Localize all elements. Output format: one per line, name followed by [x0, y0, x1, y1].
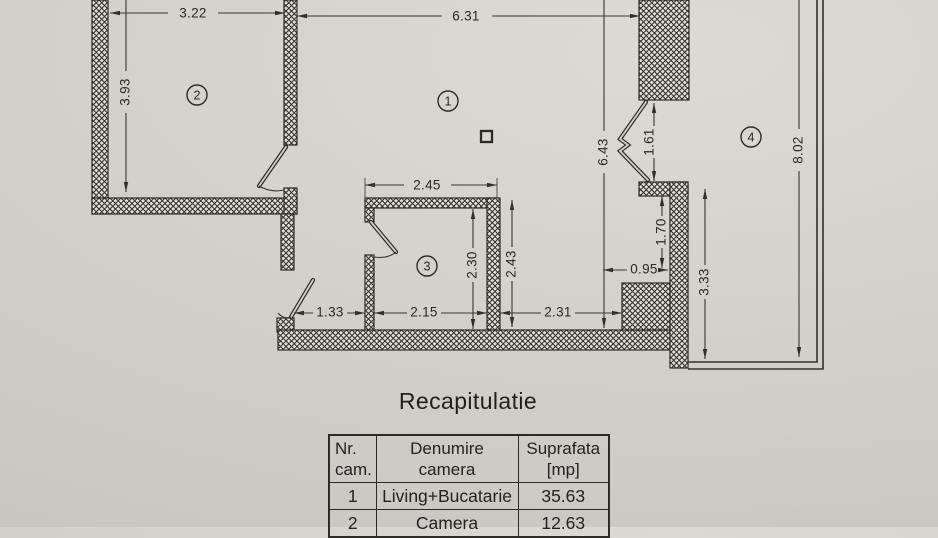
dim-balcony-lower: 3.33	[697, 189, 712, 359]
balcony-railing	[688, 0, 824, 370]
dim-room2-width: 3.22	[110, 6, 285, 21]
recap-header-row: Nr. cam. Denumire camera Suprafata [mp]	[328, 434, 610, 483]
door-entry	[277, 277, 316, 320]
extension-lines	[296, 6, 498, 198]
header-denumire-camera: Denumire camera	[375, 434, 519, 483]
column-symbol	[479, 129, 494, 144]
row1-area: 35.63	[517, 482, 610, 510]
recap-row-1: 1 Living+Bucatarie 35.63	[328, 482, 610, 510]
dim-text: 2.30	[465, 251, 480, 278]
dim-room1-height: 6.43	[596, 0, 611, 328]
dim-room2-height: 3.93	[118, 0, 133, 192]
wall-room2-bottom	[91, 197, 298, 215]
floorplan-drawing: 3.22 6.31 3.93 6.43 1.61 8.02	[91, 0, 824, 370]
dim-balcony-door: 1.61	[642, 103, 657, 181]
dim-balcony-length: 8.02	[791, 0, 806, 357]
row2-nr: 2	[328, 509, 377, 538]
dim-text: 2.15	[410, 305, 437, 320]
room-number: 2	[194, 88, 201, 102]
dim-text: 3.22	[179, 6, 206, 21]
dim-text: 2.31	[544, 305, 571, 320]
room-number: 1	[445, 94, 452, 108]
dim-wall-offset: 0.95	[603, 262, 668, 277]
dim-wall-seg: 1.70	[654, 196, 669, 268]
room-number: 3	[424, 259, 431, 273]
door-balcony-double	[616, 99, 651, 183]
wall-room3-left-stub	[364, 207, 375, 223]
dim-text: 3.93	[118, 78, 133, 105]
wall-room2-left	[91, 0, 109, 215]
dim-text: 3.33	[697, 268, 712, 295]
doors	[256, 99, 651, 320]
door-room3	[368, 219, 399, 258]
wall-hall-left	[280, 213, 295, 271]
dim-text: 8.02	[791, 136, 806, 163]
dim-text: 6.43	[596, 138, 611, 165]
room-label-4: 4	[740, 126, 762, 148]
dimensions: 3.22 6.31 3.93 6.43 1.61 8.02	[110, 0, 806, 359]
wall-room3-left	[364, 254, 375, 331]
dim-text: 2.45	[413, 178, 440, 193]
dim-room1-width: 6.31	[297, 9, 640, 24]
room-label-1: 1	[437, 90, 459, 112]
floorplan-page: 3.22 6.31 3.93 6.43 1.61 8.02	[91, 0, 824, 538]
dim-room3-top: 2.45	[365, 178, 497, 193]
wall-right-strip	[669, 181, 689, 369]
dim-hall-to-wall: 2.31	[500, 305, 622, 320]
room-labels: 1 2 3 4	[186, 84, 762, 277]
dim-text: 1.33	[316, 305, 343, 320]
wall-bottom-main	[277, 329, 689, 351]
recap-row-2: 2 Camera 12.63	[328, 509, 610, 538]
header-nr-cam: Nr. cam.	[328, 434, 377, 483]
row1-name: Living+Bucatarie	[375, 482, 519, 510]
wall-hall-left-block	[276, 317, 295, 333]
dim-room3-width: 2.15	[374, 305, 487, 320]
room-label-2: 2	[186, 84, 208, 106]
wall-room2-right-lower	[283, 187, 298, 215]
dim-text: 1.70	[654, 218, 669, 245]
wall-room3-top	[364, 197, 499, 209]
dim-text: 6.31	[452, 9, 479, 24]
row2-name: Camera	[375, 509, 519, 538]
dim-room3-outer-height: 2.43	[504, 200, 519, 327]
dim-text: 0.95	[630, 262, 657, 277]
wall-room3-right	[486, 197, 501, 331]
dim-text: 2.43	[504, 250, 519, 277]
wall-mid-block	[621, 282, 671, 331]
recap-table: Nr. cam. Denumire camera Suprafata [mp] …	[328, 434, 610, 538]
dim-room3-inner-height: 2.30	[465, 209, 480, 329]
room-label-3: 3	[416, 255, 438, 277]
recap-title: Recapitulatie	[398, 388, 538, 414]
door-room2	[256, 144, 289, 192]
wall-room2-right-upper	[283, 0, 298, 146]
dim-text: 1.61	[642, 128, 657, 155]
walls	[91, 0, 690, 369]
wall-topright-block	[638, 0, 690, 101]
room-number: 4	[748, 130, 755, 144]
header-suprafata-mp: Suprafata [mp]	[517, 434, 610, 483]
dim-hall-opening: 1.33	[294, 305, 365, 320]
row2-area: 12.63	[517, 509, 610, 538]
row1-nr: 1	[328, 482, 377, 510]
